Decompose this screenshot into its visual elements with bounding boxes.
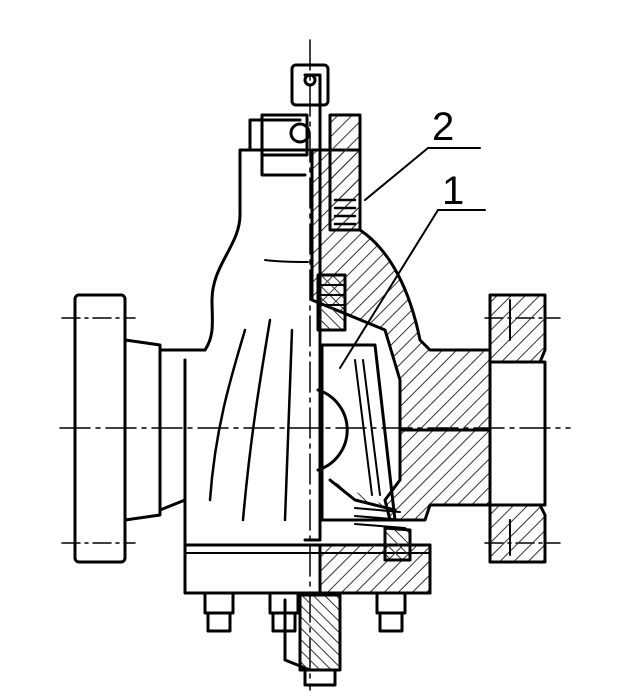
left-flange xyxy=(73,293,162,564)
right-flange xyxy=(488,293,547,564)
leader-line-2 xyxy=(364,147,481,201)
valve-body-left xyxy=(158,118,310,547)
callout-label-2: 2 xyxy=(432,105,454,149)
bottom-stem-cap xyxy=(298,593,342,687)
lower-seal-rings xyxy=(354,507,412,562)
valve-plug xyxy=(316,343,397,522)
top-stop-lever xyxy=(260,63,330,177)
callout-label-1: 1 xyxy=(442,169,464,213)
leader-line-1 xyxy=(339,209,486,369)
bottom-cover xyxy=(183,543,432,595)
